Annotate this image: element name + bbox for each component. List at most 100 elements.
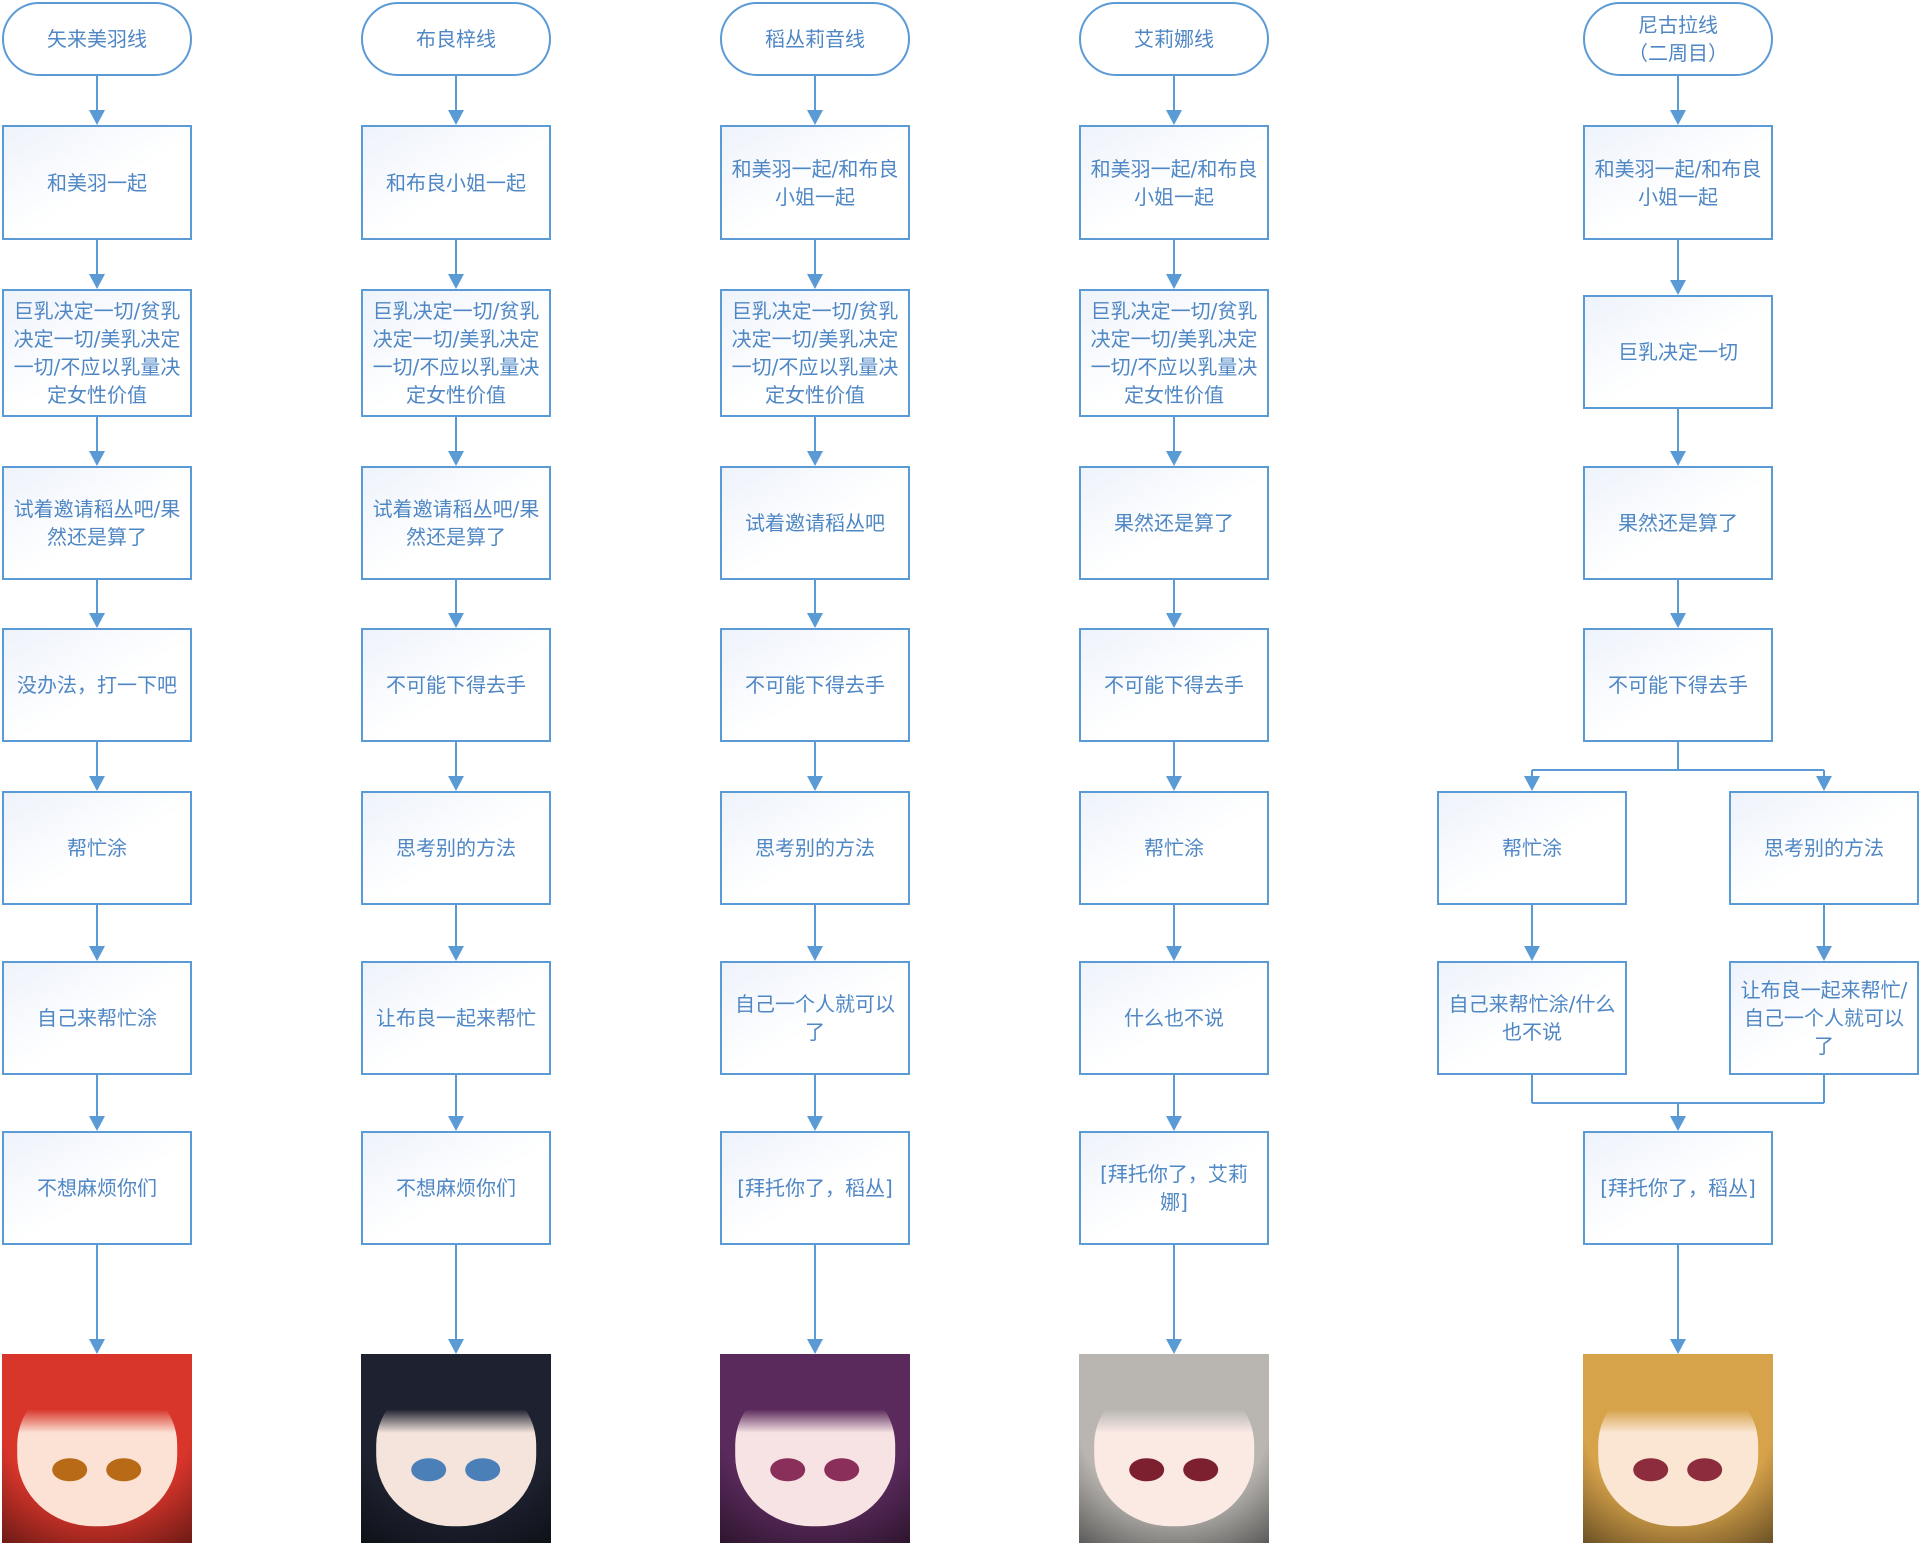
choice-box: 思考别的方法	[361, 791, 551, 905]
choice-box: 试着邀请稻丛吧/果然还是算了	[2, 466, 192, 580]
arrow-head	[448, 776, 464, 791]
choice-box: 让布良一起来帮忙	[361, 961, 551, 1075]
arrow-head	[448, 613, 464, 628]
route-title-nicola: 尼古拉线 （二周目）	[1583, 2, 1773, 76]
choice-box: 果然还是算了	[1583, 466, 1773, 580]
portrait-hair	[1583, 1354, 1773, 1434]
choice-box: 果然还是算了	[1079, 466, 1269, 580]
arrow-head	[1524, 776, 1540, 791]
portrait-eye	[411, 1458, 447, 1482]
choice-box: 和美羽一起/和布良小姐一起	[1079, 125, 1269, 240]
choice-box: [拜托你了，稻丛]	[720, 1131, 910, 1245]
portrait-hair	[1079, 1354, 1269, 1434]
portrait-eye	[1129, 1458, 1165, 1482]
portrait-eye	[1687, 1458, 1723, 1482]
portrait-eye	[465, 1458, 501, 1482]
portrait-eye	[770, 1458, 806, 1482]
arrow-head	[1670, 110, 1686, 125]
arrow-head	[1670, 280, 1686, 295]
branch-left-box: 自己来帮忙涂/什么也不说	[1437, 961, 1627, 1075]
arrow-head	[807, 451, 823, 466]
portrait-eye	[106, 1458, 142, 1482]
arrow-head	[89, 451, 105, 466]
arrow-head	[1166, 274, 1182, 289]
arrow-head	[807, 776, 823, 791]
portrait-hair	[2, 1354, 192, 1434]
arrow-head	[448, 946, 464, 961]
character-portrait-inamura	[720, 1354, 910, 1543]
arrow-head	[1524, 946, 1540, 961]
arrow-head	[448, 451, 464, 466]
arrow-head	[1166, 1116, 1182, 1131]
choice-box: 自己来帮忙涂	[2, 961, 192, 1075]
arrow-head	[1166, 110, 1182, 125]
branch-right-box: 让布良一起来帮忙/自己一个人就可以了	[1729, 961, 1919, 1075]
arrow-head	[448, 110, 464, 125]
choice-box: 巨乳决定一切/贫乳决定一切/美乳决定一切/不应以乳量决定女性价值	[1079, 289, 1269, 417]
choice-box: 什么也不说	[1079, 961, 1269, 1075]
choice-box: 不可能下得去手	[720, 628, 910, 742]
choice-box: 和美羽一起/和布良小姐一起	[720, 125, 910, 240]
choice-box: 和布良小姐一起	[361, 125, 551, 240]
arrow-head	[1670, 1339, 1686, 1354]
choice-box: 巨乳决定一切/贫乳决定一切/美乳决定一切/不应以乳量决定女性价值	[361, 289, 551, 417]
arrow-head	[89, 110, 105, 125]
branch-right-box: 思考别的方法	[1729, 791, 1919, 905]
route-title-inamura: 稻丛莉音线	[720, 2, 910, 76]
arrow-head	[807, 1116, 823, 1131]
choice-box: 不想麻烦你们	[2, 1131, 192, 1245]
choice-box: [拜托你了，稻丛]	[1583, 1131, 1773, 1245]
arrow-head	[89, 274, 105, 289]
arrow-head	[1816, 946, 1832, 961]
character-portrait-mihane	[2, 1354, 192, 1543]
arrow-head	[807, 613, 823, 628]
choice-box: 不想麻烦你们	[361, 1131, 551, 1245]
portrait-eye	[1633, 1458, 1669, 1482]
arrow-head	[807, 110, 823, 125]
arrow-head	[1166, 946, 1182, 961]
arrow-head	[89, 946, 105, 961]
arrow-head	[1670, 613, 1686, 628]
arrow-head	[1670, 451, 1686, 466]
arrow-head	[1166, 451, 1182, 466]
route-title-erina: 艾莉娜线	[1079, 2, 1269, 76]
portrait-eye	[824, 1458, 860, 1482]
arrow-head	[89, 1116, 105, 1131]
choice-box: 巨乳决定一切/贫乳决定一切/美乳决定一切/不应以乳量决定女性价值	[2, 289, 192, 417]
arrow-head	[448, 274, 464, 289]
arrow-head	[807, 274, 823, 289]
arrow-head	[1670, 1116, 1686, 1131]
arrow-head	[807, 1339, 823, 1354]
choice-box: 和美羽一起	[2, 125, 192, 240]
arrow-head	[89, 1339, 105, 1354]
arrow-head	[1816, 776, 1832, 791]
arrow-head	[448, 1339, 464, 1354]
choice-box: 没办法，打一下吧	[2, 628, 192, 742]
portrait-hair	[720, 1354, 910, 1434]
arrow-head	[807, 946, 823, 961]
arrow-head	[89, 776, 105, 791]
choice-box: 巨乳决定一切/贫乳决定一切/美乳决定一切/不应以乳量决定女性价值	[720, 289, 910, 417]
portrait-eye	[1183, 1458, 1219, 1482]
choice-box: 帮忙涂	[1079, 791, 1269, 905]
arrow-head	[1166, 613, 1182, 628]
arrow-head	[1166, 1339, 1182, 1354]
character-portrait-nicola	[1583, 1354, 1773, 1543]
choice-box: 试着邀请稻丛吧	[720, 466, 910, 580]
arrow-head	[1166, 776, 1182, 791]
branch-left-box: 帮忙涂	[1437, 791, 1627, 905]
choice-box: 思考别的方法	[720, 791, 910, 905]
choice-box: 帮忙涂	[2, 791, 192, 905]
choice-box: 巨乳决定一切	[1583, 295, 1773, 409]
choice-box: 不可能下得去手	[1079, 628, 1269, 742]
choice-box: [拜托你了，艾莉娜]	[1079, 1131, 1269, 1245]
route-title-furano: 布良梓线	[361, 2, 551, 76]
character-portrait-furano	[361, 1354, 551, 1543]
portrait-hair	[361, 1354, 551, 1434]
choice-box: 自己一个人就可以了	[720, 961, 910, 1075]
choice-box: 和美羽一起/和布良小姐一起	[1583, 125, 1773, 240]
choice-box: 不可能下得去手	[1583, 628, 1773, 742]
arrow-head	[89, 613, 105, 628]
character-portrait-erina	[1079, 1354, 1269, 1543]
